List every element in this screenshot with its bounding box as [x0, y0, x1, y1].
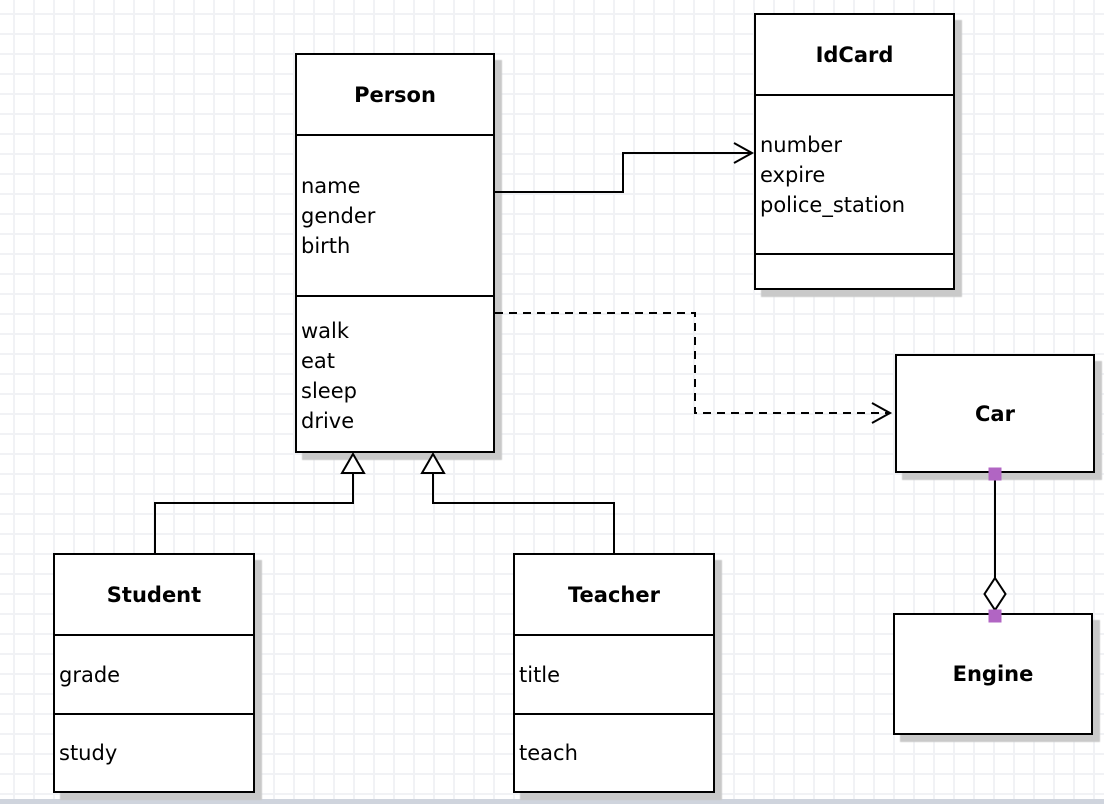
attribute: grade — [59, 662, 121, 687]
edge-generalization-teacher-person[interactable] — [420, 452, 615, 553]
method: sleep — [301, 379, 357, 403]
aggregation-diamond-icon — [983, 576, 1007, 612]
method: drive — [301, 409, 355, 433]
class-title: Car — [975, 401, 1015, 426]
methods-section: study — [55, 713, 253, 791]
class-title: Person — [354, 82, 436, 107]
open-arrowhead-icon — [871, 402, 893, 424]
edge-generalization-student-person[interactable] — [154, 452, 366, 553]
class-box-teacher[interactable]: Teacher title teach — [513, 553, 715, 793]
edge-dependency-person-car[interactable] — [495, 312, 893, 424]
methods-section-empty — [756, 253, 953, 288]
class-box-person[interactable]: Person name gender birth walk eat sleep … — [295, 53, 495, 453]
class-title: Student — [106, 582, 202, 607]
open-arrowhead-icon — [733, 142, 755, 164]
attribute: police_station — [760, 192, 906, 217]
class-box-student[interactable]: Student grade study — [53, 553, 255, 793]
attributes-section: number expire police_station — [756, 94, 953, 253]
attributes-section: grade — [55, 634, 253, 713]
methods-section: teach — [515, 713, 713, 791]
method: eat — [301, 349, 336, 373]
class-title: IdCard — [815, 42, 894, 67]
method: teach — [519, 741, 578, 765]
class-box-idcard[interactable]: IdCard number expire police_station — [754, 13, 955, 290]
methods-section: walk eat sleep drive — [297, 295, 493, 455]
method: walk — [301, 319, 350, 343]
attributes-section: name gender birth — [297, 134, 493, 295]
class-title: Engine — [952, 662, 1034, 686]
attribute: gender — [301, 203, 376, 228]
edge-association-person-idcard[interactable] — [495, 142, 755, 193]
attribute: birth — [301, 233, 351, 258]
attribute: name — [301, 173, 361, 198]
edge-aggregation-car-engine[interactable] — [983, 467, 1007, 623]
class-title: Teacher — [568, 582, 660, 607]
attribute: title — [519, 662, 561, 687]
attribute: number — [760, 132, 842, 157]
method: study — [59, 741, 118, 765]
generalization-triangle-icon — [420, 452, 446, 474]
generalization-triangle-icon — [340, 452, 366, 474]
attributes-section: title — [515, 634, 713, 713]
attribute: expire — [760, 162, 826, 187]
canvas-bottom-edge — [0, 799, 1104, 804]
class-box-car[interactable]: Car — [895, 354, 1095, 473]
class-box-engine[interactable]: Engine — [893, 613, 1093, 735]
